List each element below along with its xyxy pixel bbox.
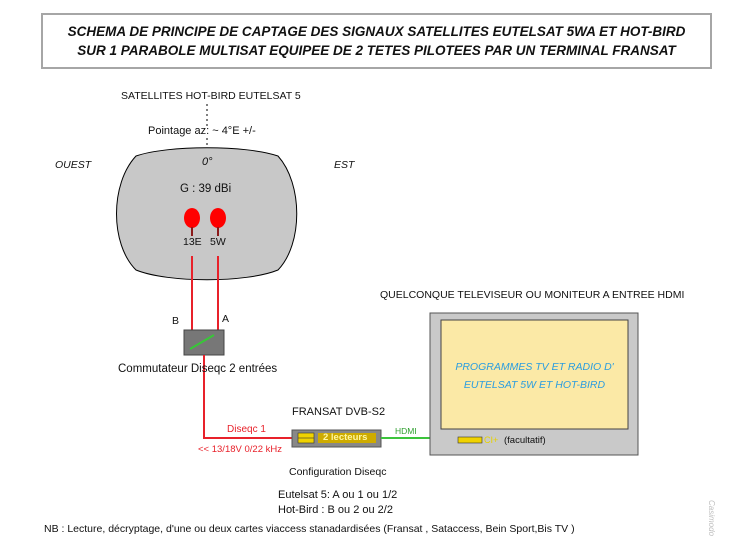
dish-gain-label: G : 39 dBi xyxy=(180,183,232,195)
lnb-right-arm xyxy=(217,227,219,236)
ci-note: (facultatif) xyxy=(504,435,546,446)
tv-screen-line-1: PROGRAMMES TV ET RADIO D' xyxy=(455,361,614,373)
pointing-label: Pointage az: ~ 4°E +/- xyxy=(148,125,256,137)
title-box: SCHEMA DE PRINCIPE DE CAPTAGE DES SIGNAU… xyxy=(41,13,712,69)
switch-input-b-label: B xyxy=(172,315,180,327)
diseqc-switch-body xyxy=(183,329,225,356)
readers-label-bg xyxy=(318,433,376,443)
lnb-left-label: 13E xyxy=(183,236,202,248)
tv-screen xyxy=(440,319,629,430)
switch-input-a-label: A xyxy=(222,313,230,325)
ci-label: CI+ xyxy=(484,435,499,445)
watermark: Casimodo xyxy=(707,500,716,537)
footnote: NB : Lecture, décryptage, d'une ou deux … xyxy=(44,523,575,535)
lnb-left-head xyxy=(184,208,200,228)
readers-label: 2 lecteurs xyxy=(323,432,368,443)
lnb-right-label: 5W xyxy=(210,236,226,248)
dish-reflector xyxy=(116,147,298,281)
hdmi-label: HDMI xyxy=(395,426,417,436)
receiver-name: FRANSAT DVB-S2 xyxy=(292,406,386,418)
east-label: EST xyxy=(334,159,355,171)
tv-heading: QUELCONQUE TELEVISEUR OU MONITEUR A ENTR… xyxy=(380,289,685,301)
lnb-right-head xyxy=(210,208,226,228)
diseqc-switch-arm xyxy=(189,334,215,350)
config-line-1: Eutelsat 5: A ou 1 ou 1/2 xyxy=(278,489,398,501)
diseqc-label: Diseqc 1 xyxy=(227,424,266,435)
tv-screen-line-2: EUTELSAT 5W ET HOT-BIRD xyxy=(463,379,606,391)
config-line-2: Hot-Bird : B ou 2 ou 2/2 xyxy=(278,504,393,516)
config-title: Configuration Diseqc xyxy=(289,466,387,478)
ci-slot xyxy=(457,436,483,444)
cable-switch-receiver xyxy=(203,355,292,439)
voltage-label: << 13/18V 0/22 kHz xyxy=(198,444,282,455)
title-line-1: SCHEMA DE PRINCIPE DE CAPTAGE DES SIGNAU… xyxy=(67,24,686,39)
switch-label: Commutateur Diseqc 2 entrées xyxy=(118,363,278,375)
satellites-label: SATELLITES HOT-BIRD EUTELSAT 5 xyxy=(121,90,301,102)
lnb-left-arm xyxy=(191,227,193,236)
west-label: OUEST xyxy=(55,159,92,171)
title-line-2: SUR 1 PARABOLE MULTISAT EQUIPEE DE 2 TET… xyxy=(77,43,676,58)
dish-zero-label: 0° xyxy=(202,156,213,168)
